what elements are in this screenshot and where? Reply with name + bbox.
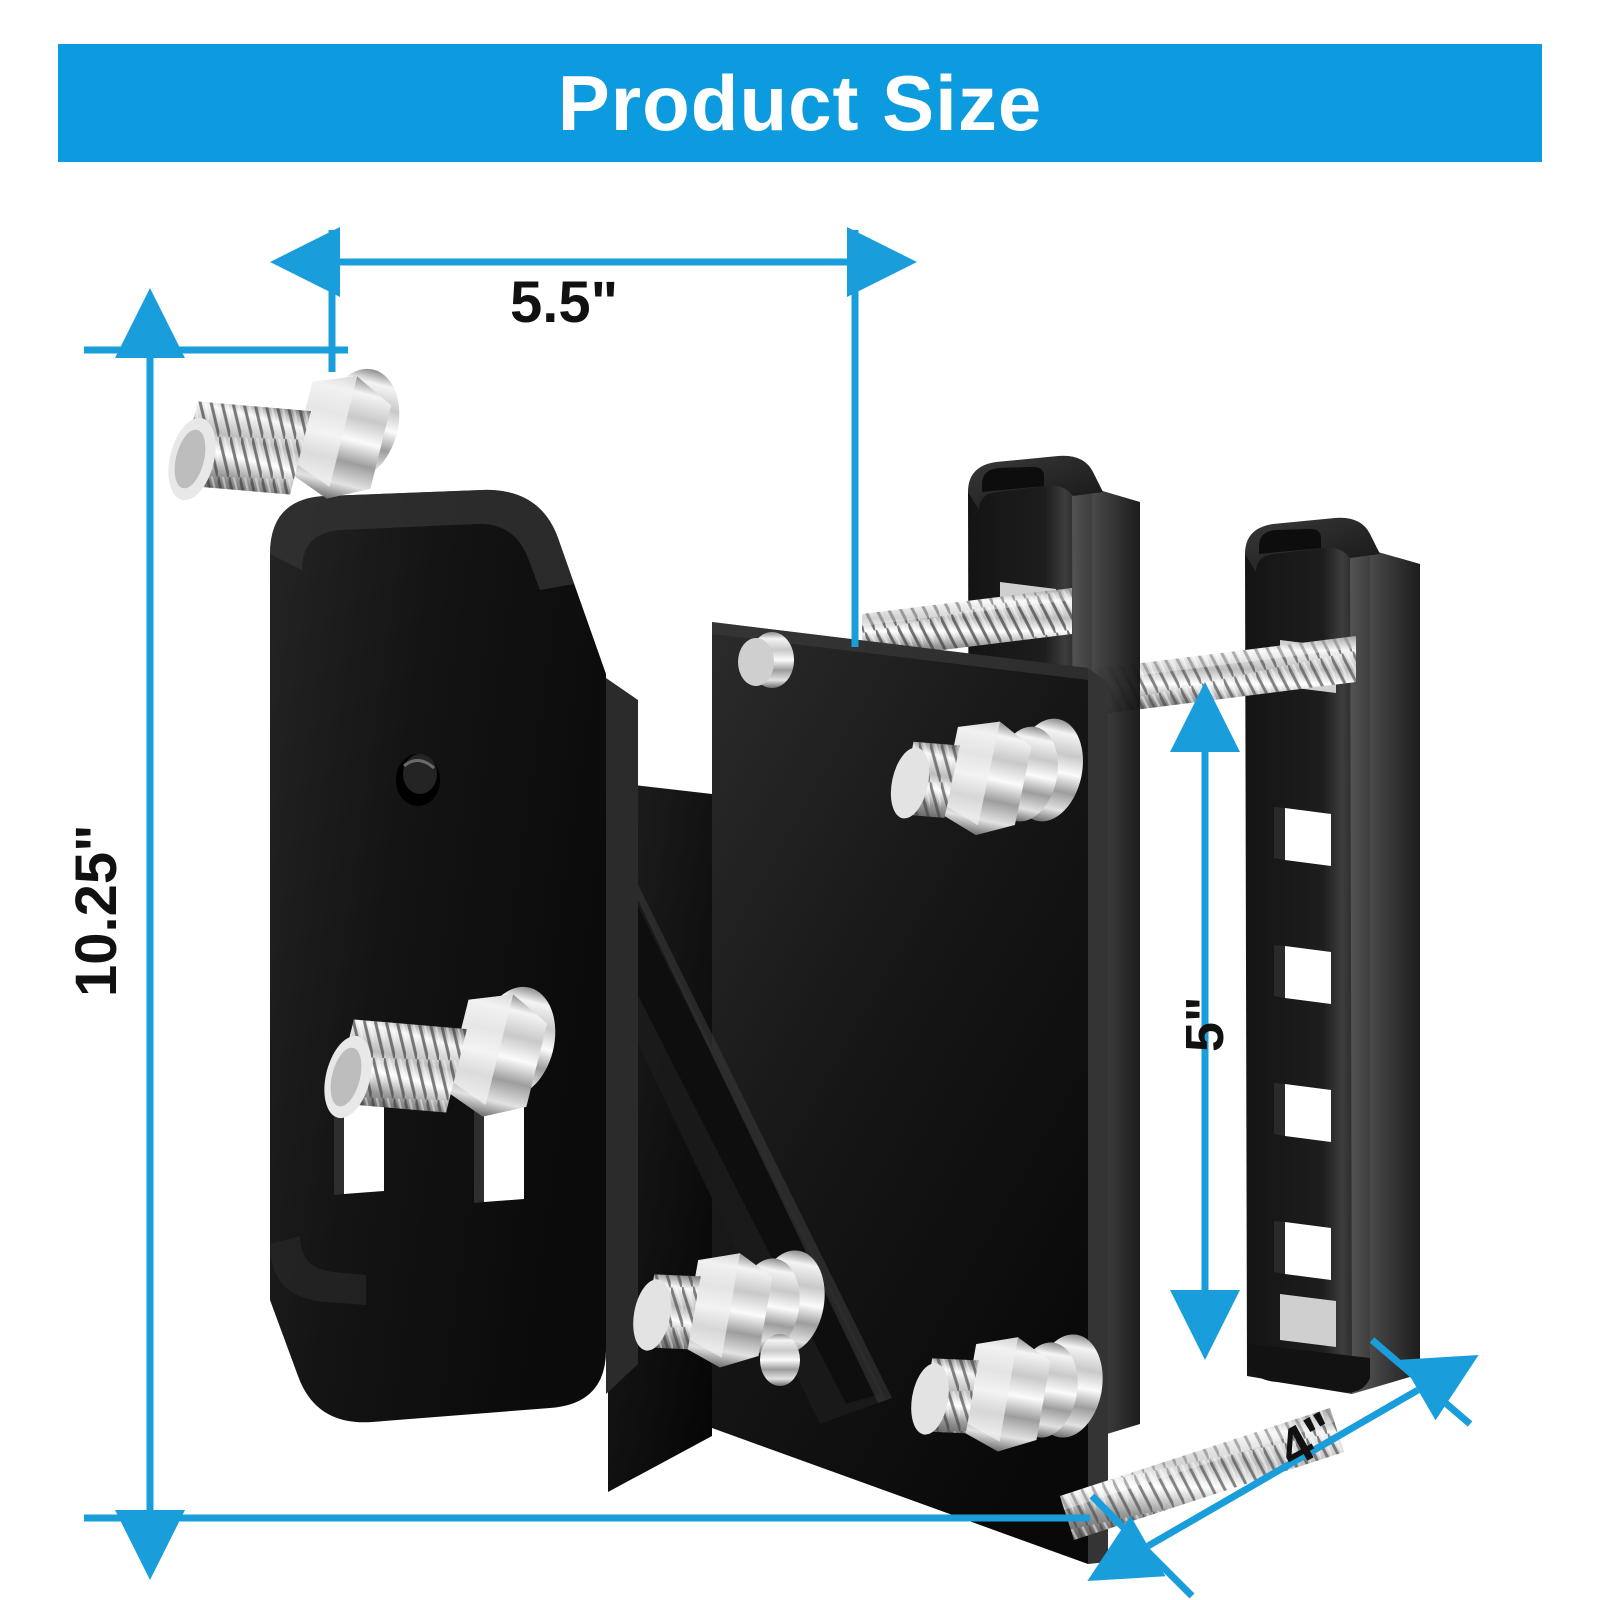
threaded-rod-upper-left: [862, 588, 1072, 660]
dimension-label-height: 10.25": [64, 824, 129, 997]
adjustment-slot: [474, 1091, 524, 1203]
hex-bolt-assembly: [911, 1334, 1103, 1452]
pilot-hole: [396, 754, 440, 806]
threaded-rod-upper: [1086, 636, 1356, 716]
hex-bolt-assembly: [324, 986, 556, 1119]
hex-bolt-assembly: [738, 632, 794, 688]
hex-bolt-assembly: [168, 368, 400, 501]
dimension-label-width: 5.5": [510, 270, 619, 335]
page-title: Product Size: [557, 59, 1043, 147]
dimension-height: [84, 288, 1090, 1580]
dimension-depth: [1087, 1337, 1479, 1599]
product-illustration: [168, 368, 1420, 1564]
right-u-channel-rail: [1245, 517, 1420, 1394]
dimension-annotations: [84, 227, 1479, 1599]
dimension-label-channel-height: 5": [1175, 996, 1235, 1052]
header-banner: Product Size: [58, 44, 1542, 162]
rail-square-holes: [1274, 807, 1331, 1280]
figure-area: 5.5" 10.25" 5" 4": [0, 162, 1600, 1600]
front-mounting-plate: [270, 489, 638, 1423]
hex-bolt-assembly: [633, 1250, 825, 1368]
hex-bolt-assembly: [760, 1334, 800, 1386]
hex-bolt-assembly: [890, 718, 1083, 836]
